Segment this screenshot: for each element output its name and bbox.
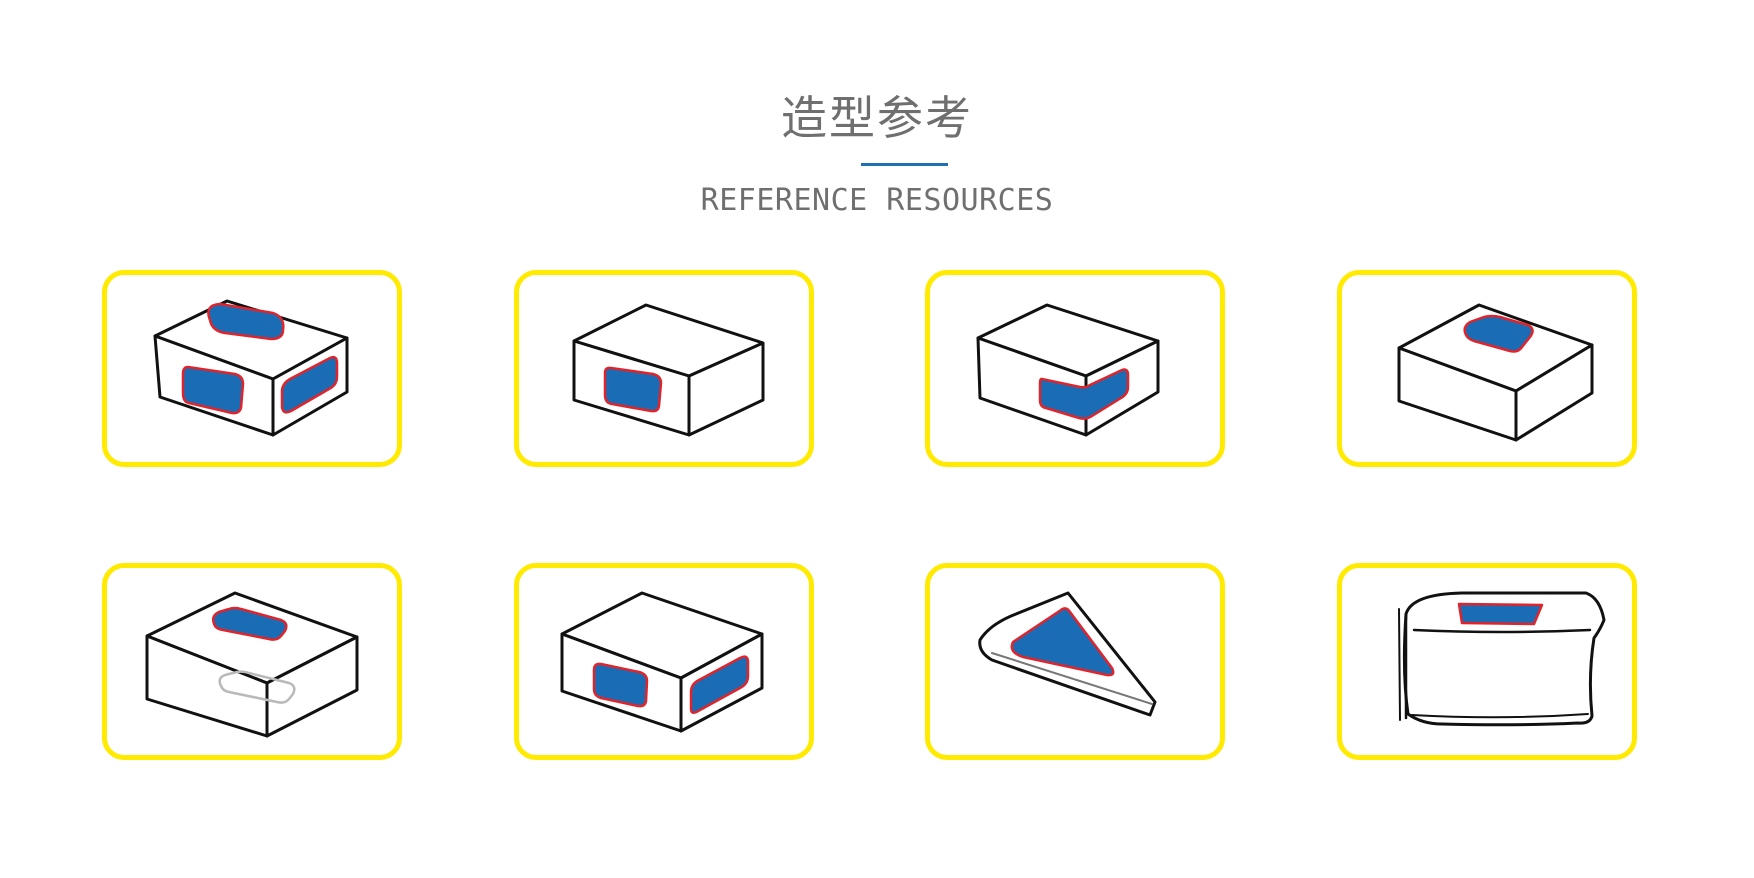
page-title: 造型参考 bbox=[781, 91, 973, 145]
reference-card-bag-window-top[interactable] bbox=[1337, 563, 1637, 760]
wedge-triangle-window-illustration bbox=[978, 591, 1157, 717]
page-subtitle: REFERENCE RESOURCES bbox=[700, 183, 1054, 218]
box-windows-front-side-illustration bbox=[560, 591, 764, 733]
reference-card-box-window-corner[interactable] bbox=[925, 270, 1225, 467]
box-window-top-with-bottom-outline-illustration bbox=[145, 591, 359, 738]
box-window-front-illustration bbox=[572, 303, 765, 437]
reference-card-box-window-top-with-bottom-outline[interactable] bbox=[102, 563, 402, 760]
reference-card-box-windows-top-front-side[interactable] bbox=[102, 270, 402, 467]
reference-card-wedge-triangle-window[interactable] bbox=[925, 563, 1225, 760]
box-window-corner-illustration bbox=[976, 303, 1160, 437]
reference-card-box-window-top[interactable] bbox=[1337, 270, 1637, 467]
reference-card-box-window-front[interactable] bbox=[514, 270, 814, 467]
reference-card-box-windows-front-side[interactable] bbox=[514, 563, 814, 760]
title-divider bbox=[861, 163, 948, 166]
box-windows-top-front-side-illustration bbox=[153, 299, 349, 437]
bag-window-top-illustration bbox=[1398, 591, 1606, 727]
box-window-top-illustration bbox=[1397, 303, 1594, 442]
